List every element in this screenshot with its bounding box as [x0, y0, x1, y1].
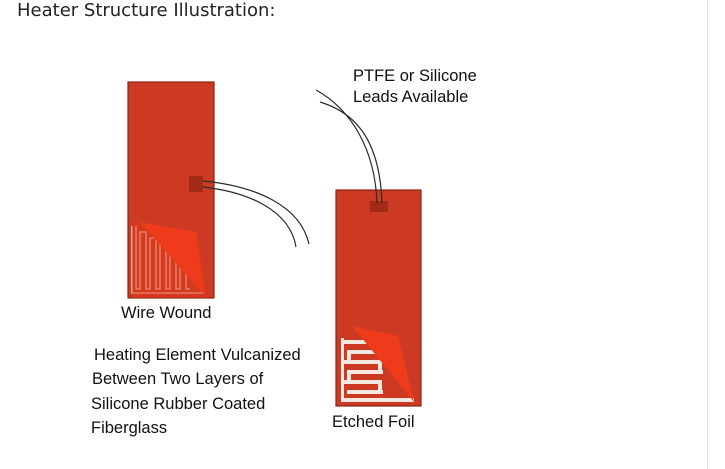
etched-foil-lead-junction: [370, 201, 388, 212]
lead-label-line1: PTFE or Silicone: [353, 67, 477, 85]
etched-foil-element: [341, 338, 414, 402]
wire-wound-corner-flap: [140, 222, 205, 296]
lead-label-line2: Leads Available: [353, 88, 469, 106]
note-line3: Silicone Rubber Coated: [91, 395, 266, 413]
etched-foil-heater: [315, 89, 422, 407]
wire-wound-leads: [202, 180, 310, 248]
content-divider: [707, 0, 708, 469]
etched-foil-label: Etched Foil: [332, 413, 415, 431]
wire-wound-heater: [127, 81, 310, 299]
etched-foil-corner-flap: [352, 326, 414, 402]
wire-wound-lead-junction: [189, 176, 203, 192]
note-line1: Heating Element Vulcanized: [94, 346, 301, 364]
etched-foil-leads: [315, 89, 383, 204]
wire-wound-label: Wire Wound: [121, 304, 212, 322]
note-line4: Fiberglass: [91, 419, 168, 437]
note-line2: Between Two Layers of: [92, 370, 264, 388]
page-title: Heater Structure Illustration:: [17, 0, 276, 21]
